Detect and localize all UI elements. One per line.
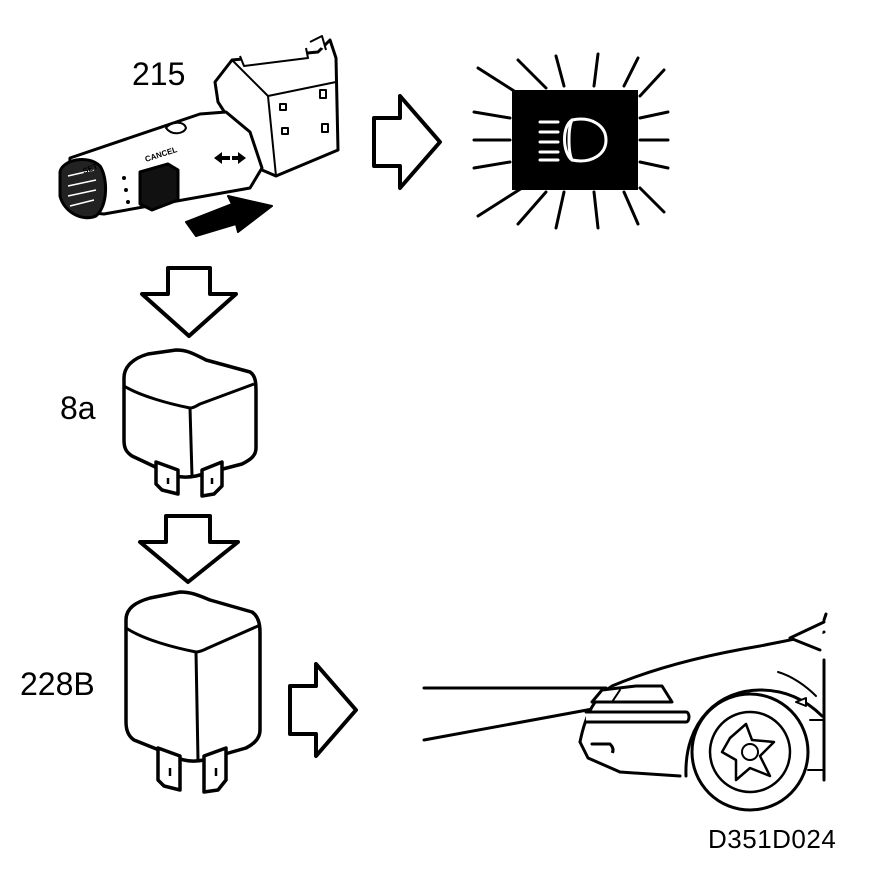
relay-8a-icon — [122, 348, 258, 498]
relay-8a-label: 8a — [60, 390, 96, 426]
arrow-right-icon — [288, 662, 358, 758]
arrow-down-icon — [138, 514, 240, 584]
stalk-switch-icon — [58, 35, 340, 220]
headlight-beam-icon — [422, 686, 608, 742]
car-front-icon — [578, 612, 828, 812]
pull-direction-arrow-icon — [185, 195, 273, 237]
relay-228b-label: 228B — [20, 666, 95, 702]
figure-code-label: D351D024 — [708, 824, 837, 854]
arrow-down-icon — [140, 266, 238, 338]
stalk-switch-label: 215 — [132, 56, 186, 92]
relay-228b-icon — [124, 590, 262, 794]
arrow-right-icon — [372, 94, 442, 190]
high-beam-indicator-icon — [472, 52, 670, 230]
